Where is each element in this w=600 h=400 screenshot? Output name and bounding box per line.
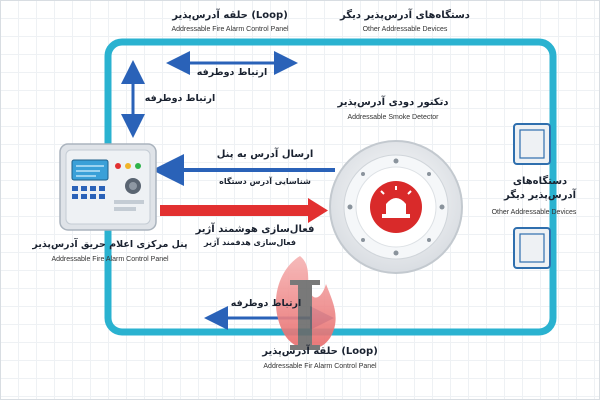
addressable-device-icon-top [513,123,551,165]
siren-icon [380,186,412,218]
panel-subtitle: Addressable Fire Alarm Control Panel [51,256,169,263]
devices-right-subtitle: Other Addressable Devices [491,209,577,216]
smart-activation-label: فعال‌سازی هوشمند آژیر [195,224,315,235]
detector-subtitle: Addressable Smoke Detector [347,114,439,121]
loop-bottom-title: حلقه آدرس‌پذیر (Loop) [262,346,378,357]
addressable-device-icon-bottom [513,227,551,269]
loop-bottom-subtitle: Addressable Fir Alarm Control Panel [263,363,377,370]
two-way-top-label: ارتباط دوطرفه [196,67,268,78]
detector-title: دتکتور دودی آدرس‌پذیر [337,97,449,108]
smart-activation-sublabel: فعال‌سازی هدفمند آژیر [203,238,297,247]
panel-title: پنل مرکزی اعلام حریق آدرس‌پذیر [32,239,188,250]
two-way-bottom-label: ارتباط دوطرفه [230,298,302,309]
loop-top-subtitle: Addressable Fire Alarm Control Panel [171,26,289,33]
devices-right-title-line1: دستگاه‌های [512,176,568,187]
two-way-left-label: ارتباط دوطرفه [144,93,216,104]
identify-device-label: شناسایی آدرس دستگاه [219,177,311,186]
devices-top-subtitle: Other Addressable Devices [362,26,448,33]
loop-top-title: حلقه آدرس‌پذیر (Loop) [172,10,288,21]
control-panel-icon [59,143,157,231]
activation-arrow [160,198,328,223]
flame-logo-icon [275,256,336,350]
send-address-label: ارسال آدرس به پنل [216,149,314,160]
devices-top-title: دستگاه‌های آدرس‌پذیر دیگر [340,10,470,21]
devices-right-title-line2: آدرس‌پذیر دیگر [503,190,577,201]
